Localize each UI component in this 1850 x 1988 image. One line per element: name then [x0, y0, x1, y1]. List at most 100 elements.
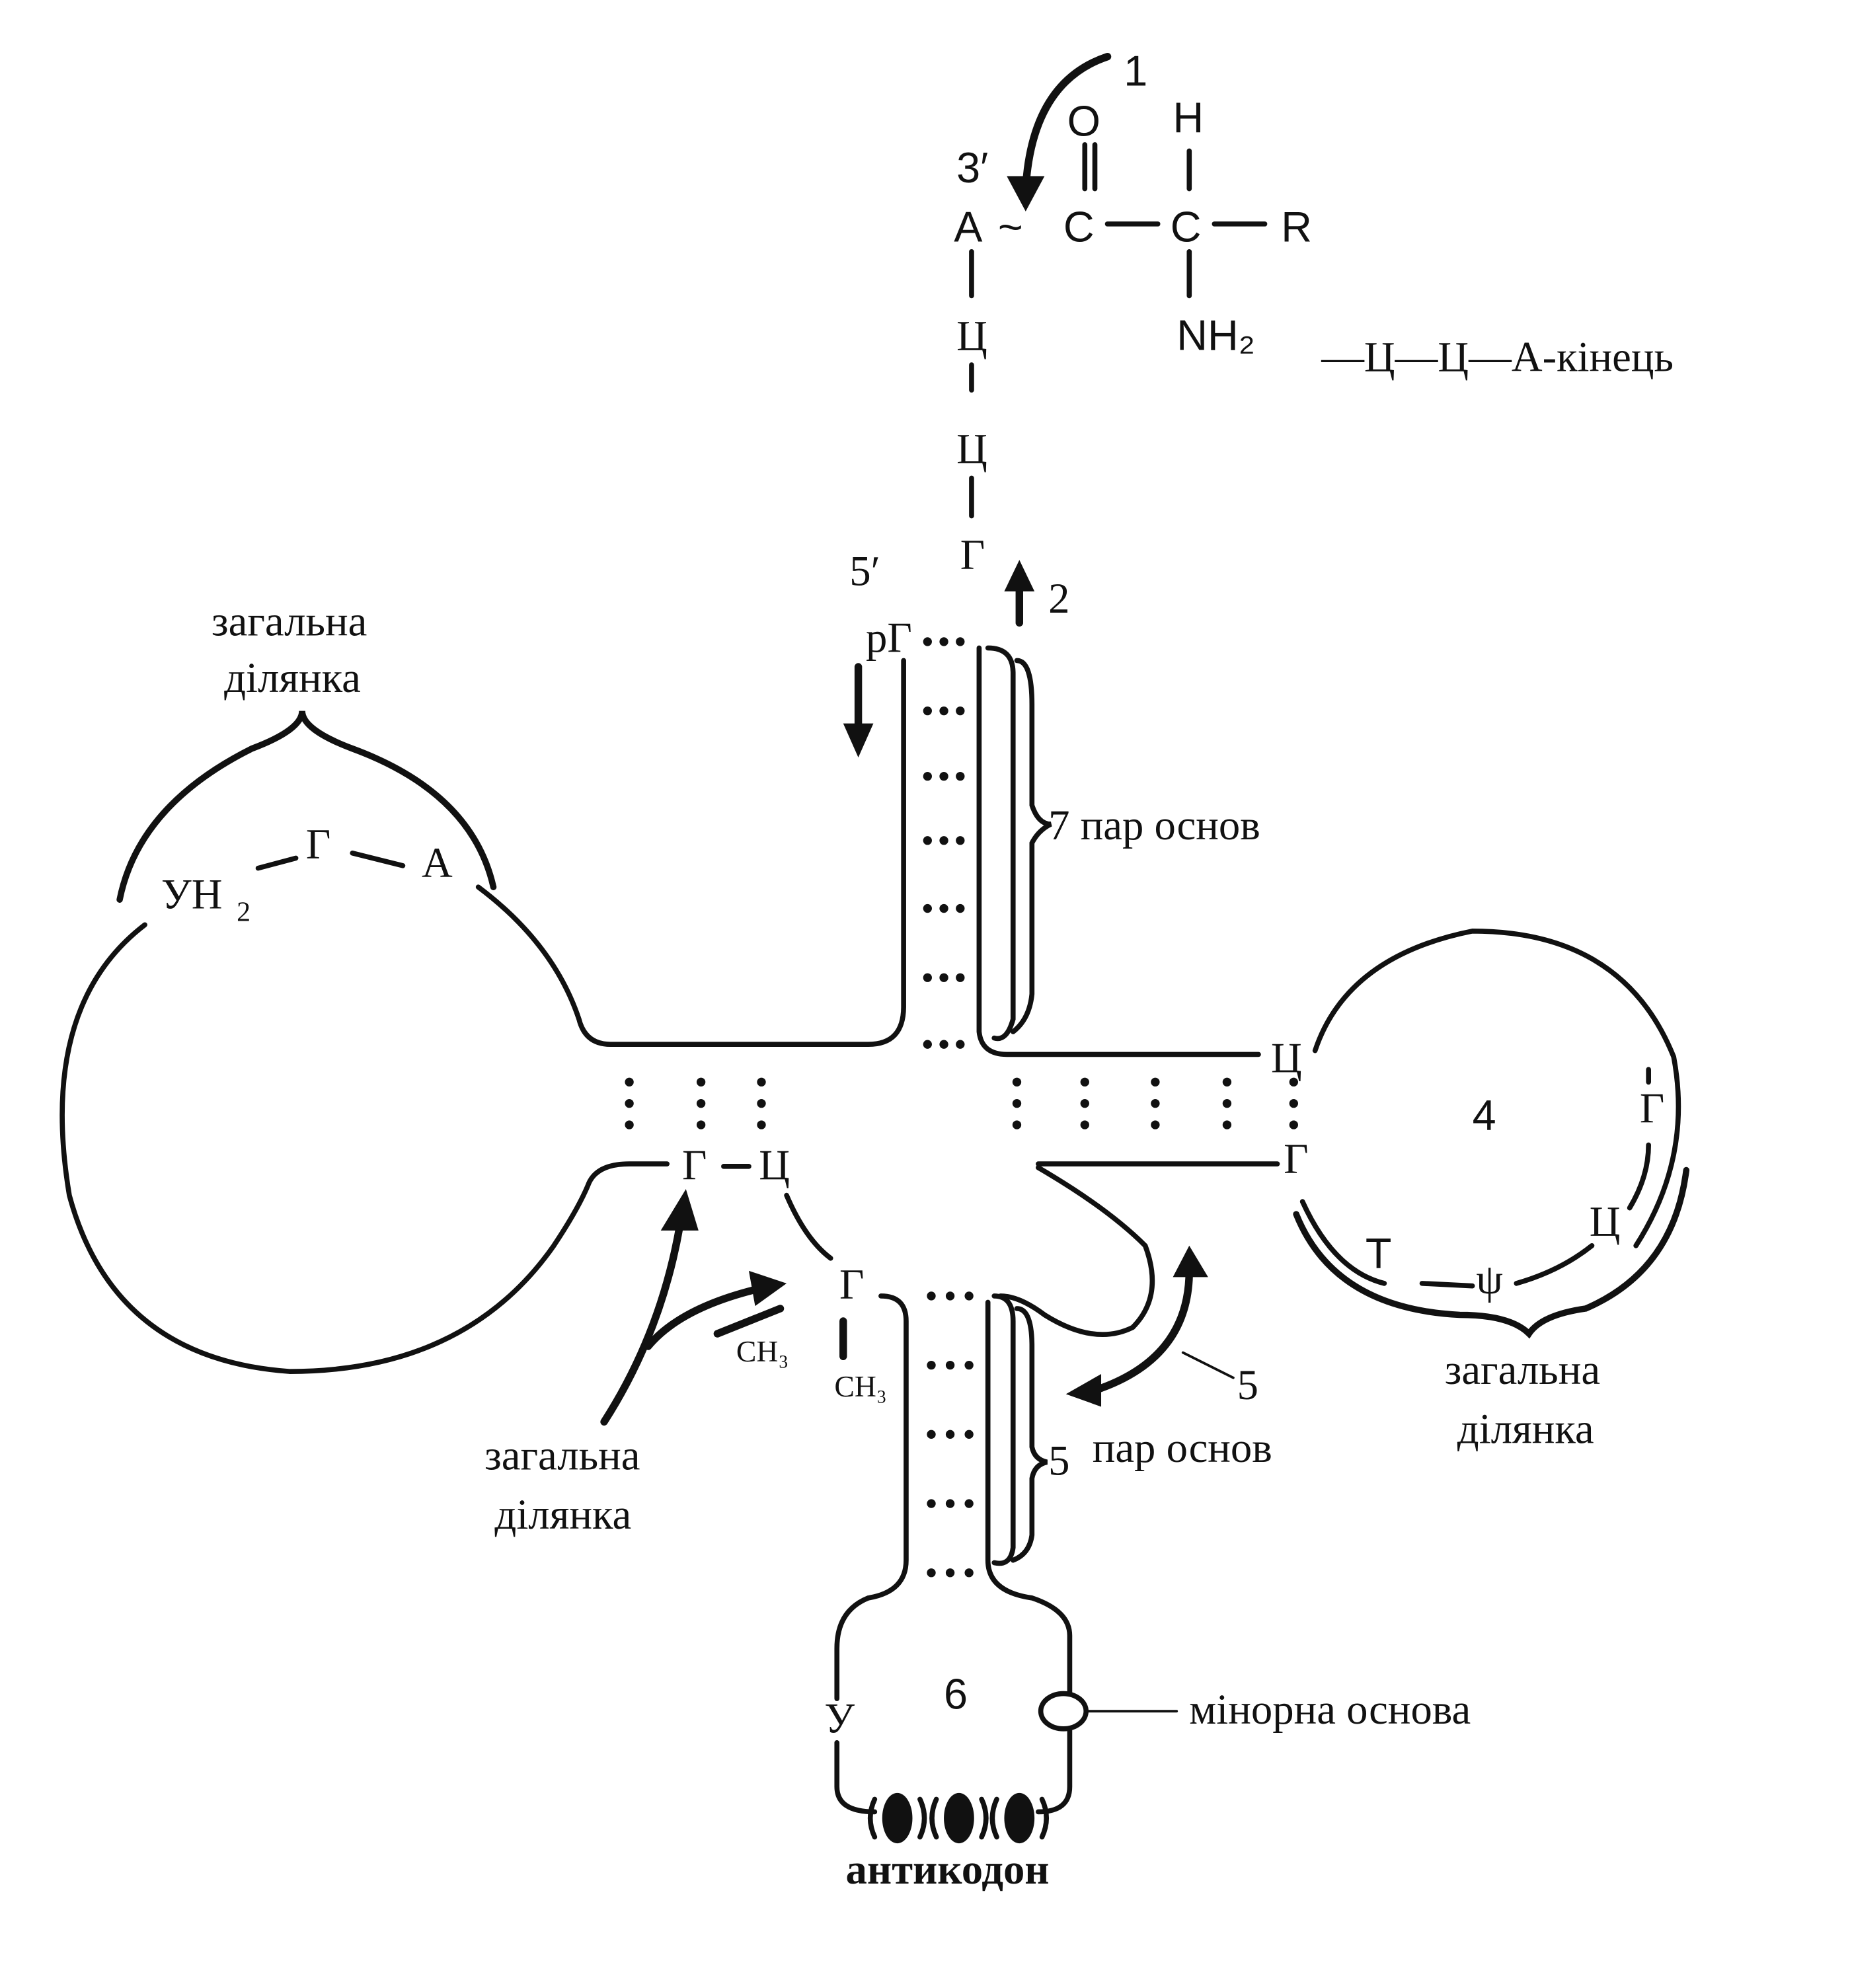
base-pair-dot: [945, 1291, 955, 1301]
d-stem-dots: [625, 1077, 766, 1129]
t-arm: Ц Г 4 Г Ц ψ Т загальна ділянка: [997, 929, 1690, 1453]
base-UH2: УН: [161, 870, 223, 918]
base-pair-dot: [1080, 1098, 1089, 1108]
base-G: Г: [960, 531, 985, 578]
base-pair-dot: [696, 1120, 706, 1129]
base-pair-dot: [939, 903, 948, 913]
base-pair-dot: [1012, 1120, 1022, 1129]
label-3prime: 3′: [956, 143, 988, 192]
base-pair-dot: [927, 1499, 936, 1508]
d-arm: загальна ділянка УН 2 Г А: [59, 597, 670, 1374]
base-pair-dot: [939, 836, 948, 845]
base-pair-dot: [1222, 1120, 1232, 1129]
base-pair-dot: [923, 706, 932, 716]
base-pair-dot: [1151, 1077, 1160, 1087]
base-pair-dot: [956, 637, 965, 646]
base-pair-dot: [696, 1077, 706, 1087]
common-region-bottom-label-1: загальна: [484, 1432, 640, 1479]
common-region-top-label-1: загальна: [212, 597, 367, 644]
base-T-C2: Ц: [1590, 1198, 1621, 1245]
base-pair-dot: [945, 1430, 955, 1439]
atom-R: R: [1281, 203, 1312, 251]
label-1: 1: [1124, 46, 1147, 95]
atom-C2: C: [1171, 203, 1202, 251]
common-region-right-label-2: ділянка: [1457, 1405, 1594, 1453]
base-pair-dot: [939, 973, 948, 982]
base-pair-dot: [696, 1098, 706, 1108]
base-T: Т: [1366, 1229, 1392, 1278]
base-pair-dot: [757, 1120, 766, 1129]
common-region-top-label-2: ділянка: [224, 654, 361, 701]
base-pair-dot: [757, 1077, 766, 1087]
base-pair-dot: [923, 771, 932, 781]
arrow-5: [1091, 1267, 1194, 1395]
base-A-top: A: [954, 203, 983, 251]
base-T-C: Ц: [1271, 1034, 1302, 1081]
base-pair-dot: [939, 706, 948, 716]
base-pair-dot: [1289, 1120, 1298, 1129]
base-pair-dot: [1289, 1098, 1298, 1108]
methyl-a: CH₃: [736, 1334, 789, 1368]
base-pair-dot: [923, 637, 932, 646]
atom-O: O: [1067, 97, 1100, 145]
atom-C1: C: [1063, 203, 1095, 251]
base-pair-dot: [927, 1291, 936, 1301]
minor-base-mark: [1038, 1691, 1089, 1732]
label-6: 6: [944, 1669, 968, 1718]
base-D-A: А: [422, 839, 453, 886]
base-pair-dot: [956, 1040, 965, 1049]
label-4: 4: [1473, 1091, 1496, 1139]
t-stem-dots: [1012, 1077, 1298, 1129]
base-C1: Ц: [956, 311, 987, 359]
seven-pairs-label: 7 пар основ: [1048, 801, 1260, 849]
anticodon-label: антикодон: [846, 1845, 1050, 1893]
acceptor-chain: [969, 52, 1268, 519]
base-pair-dot: [945, 1499, 955, 1508]
base-pair-dot: [1222, 1098, 1232, 1108]
base-pair-dot: [923, 836, 932, 845]
base-pair-dot: [1151, 1120, 1160, 1129]
base-junction-G: Г: [682, 1141, 707, 1188]
methyl-b: CH₃: [834, 1369, 886, 1403]
base-pair-dot: [1080, 1120, 1089, 1129]
base-pair-dot: [956, 903, 965, 913]
base-junction-C: Ц: [759, 1141, 790, 1188]
base-pair-dot: [625, 1120, 634, 1129]
base-pair-dot: [939, 1040, 948, 1049]
anticodon-bases: [867, 1792, 1050, 1844]
base-pair-dot: [927, 1430, 936, 1439]
base-pair-dot: [923, 973, 932, 982]
anticodon-stem-dots: [927, 1291, 974, 1578]
base-pair-dot: [964, 1360, 974, 1370]
base-D-G: Г: [306, 820, 330, 867]
base-methyl-G: Г: [839, 1260, 864, 1308]
common-region-right-label-1: загальна: [1445, 1346, 1600, 1393]
label-2: 2: [1048, 574, 1069, 622]
base-pG: рГ: [866, 613, 912, 661]
base-pair-dot: [956, 973, 965, 982]
base-pair-dot: [964, 1568, 974, 1578]
base-pair-dot: [1151, 1098, 1160, 1108]
label-5prime: 5′: [849, 547, 880, 594]
common-region-bottom-label-2: ділянка: [494, 1490, 631, 1538]
cca-end-label: —Ц—Ц—А-кінець: [1321, 333, 1674, 381]
anticodon-arm: 5 пар основ мінорна основа 6 У антикодон: [824, 1293, 1471, 1893]
label-5: 5: [1237, 1361, 1258, 1408]
base-pair-dot: [757, 1098, 766, 1108]
base-pair-dot: [1222, 1077, 1232, 1087]
base-pair-dot: [1012, 1077, 1022, 1087]
base-pair-dot: [956, 706, 965, 716]
base-pair-dot: [945, 1360, 955, 1370]
acceptor-stem: 7 пар основ: [475, 645, 1261, 1057]
acceptor-base-pair-dots: [923, 637, 965, 1049]
base-C2: Ц: [956, 425, 987, 473]
base-pair-dot: [964, 1499, 974, 1508]
five-pairs-label: пар основ: [1093, 1424, 1272, 1471]
base-pair-dot: [923, 1040, 932, 1049]
base-pair-dot: [964, 1430, 974, 1439]
base-pair-dot: [1080, 1077, 1089, 1087]
base-pair-dot: [927, 1568, 936, 1578]
base-UH2-sub: 2: [237, 898, 251, 928]
